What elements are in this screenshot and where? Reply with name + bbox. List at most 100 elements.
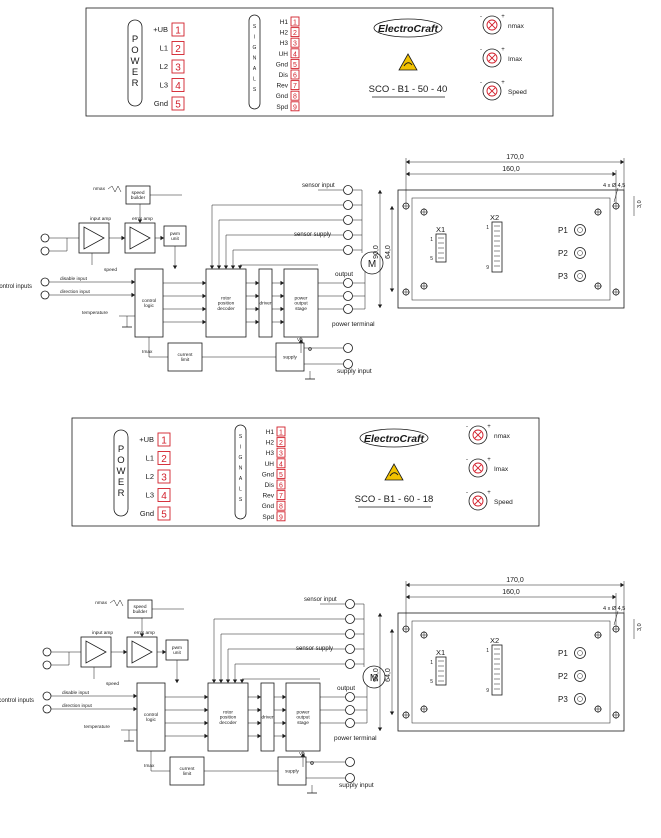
pot-wiper bbox=[472, 495, 484, 507]
x2-connector bbox=[491, 644, 503, 696]
signal-pin-number: 1 bbox=[293, 20, 297, 27]
signal-pin-number: 1 bbox=[279, 430, 283, 437]
temperature-label: temperature bbox=[84, 724, 110, 730]
pot-plus: + bbox=[487, 490, 491, 496]
imax-label: Imax bbox=[144, 763, 155, 769]
arrow-head bbox=[202, 293, 206, 299]
label-line: control bbox=[144, 712, 158, 718]
label-line: logic bbox=[146, 717, 156, 723]
power-pin-box bbox=[171, 78, 185, 92]
pot-position-label: P1 bbox=[558, 226, 568, 235]
arrow-head bbox=[389, 206, 395, 210]
x2-pin-first: 1 bbox=[486, 648, 489, 654]
error-amp-symbol bbox=[131, 640, 153, 664]
mounting-hole bbox=[420, 208, 428, 216]
output-terminal bbox=[343, 304, 353, 314]
signal-pin-number: 9 bbox=[279, 514, 283, 521]
x1-pin-first: 1 bbox=[430, 237, 433, 243]
arrow-head bbox=[282, 720, 286, 726]
temperature-label: temperature bbox=[82, 310, 108, 316]
pot-plus: + bbox=[501, 14, 505, 20]
pot-plus: + bbox=[487, 457, 491, 463]
output-terminal bbox=[345, 705, 355, 715]
label-line: control bbox=[142, 298, 156, 304]
signal-pin-label: Rev bbox=[276, 83, 288, 90]
label-line: logic bbox=[144, 303, 154, 309]
signals-label-letter: G bbox=[239, 455, 243, 461]
arrow-head bbox=[389, 288, 395, 292]
sensor-input-label: sensor input bbox=[302, 183, 335, 189]
arrow-head bbox=[257, 707, 261, 713]
arrow-head bbox=[255, 306, 259, 312]
signal-pin-number: 4 bbox=[279, 461, 283, 468]
power-label-frame bbox=[113, 429, 129, 517]
signals-label-letter: S bbox=[253, 24, 257, 30]
pot-position bbox=[574, 224, 586, 236]
power-pin-box bbox=[171, 41, 185, 55]
x1-pin-first: 1 bbox=[430, 660, 433, 666]
power-pin-label: Gnd bbox=[154, 99, 168, 108]
logo-text: ElectroCraft bbox=[378, 23, 439, 35]
power-label-letter: R bbox=[118, 488, 125, 499]
signal-pin-number: 3 bbox=[293, 41, 297, 48]
electrocraft-logo: ElectroCraft bbox=[373, 18, 443, 38]
signal-pin-box bbox=[276, 468, 286, 479]
power-pin-box bbox=[171, 22, 185, 37]
mounting-hole bbox=[612, 288, 620, 296]
signal-pin-number: 5 bbox=[293, 62, 297, 69]
pot-position bbox=[574, 247, 586, 259]
power-pin-label: L2 bbox=[160, 62, 168, 71]
arrow-head bbox=[255, 319, 259, 325]
mounting-hole bbox=[594, 631, 602, 639]
signal-pin-box bbox=[290, 27, 300, 38]
signal-pin-label: Dis bbox=[265, 482, 275, 489]
output-terminal bbox=[345, 692, 355, 702]
power-output-stage-block bbox=[285, 682, 321, 752]
arrow-head bbox=[612, 594, 616, 600]
pot-minus: - bbox=[466, 490, 468, 496]
power-label-letter: E bbox=[118, 477, 124, 488]
power-pin-number: 1 bbox=[161, 436, 167, 447]
pot-cross bbox=[488, 87, 496, 95]
analog-input-terminal bbox=[42, 647, 52, 657]
power-pin-box bbox=[171, 59, 185, 74]
nmax-pot-icon bbox=[107, 185, 122, 193]
esd-triangle bbox=[384, 463, 404, 481]
pot-position-label: P2 bbox=[558, 249, 568, 258]
signal-pin-label: H1 bbox=[266, 429, 275, 436]
error-amp-label: error amp bbox=[132, 216, 153, 222]
signals-label-letter: S bbox=[239, 434, 243, 440]
pot-minus: - bbox=[480, 14, 482, 20]
arrow-head bbox=[298, 339, 304, 343]
label-line: stage bbox=[295, 306, 307, 312]
power-label-letter: W bbox=[117, 466, 126, 477]
arrow-head bbox=[620, 582, 624, 588]
signal-pin-box bbox=[276, 426, 286, 437]
label-line: driver bbox=[262, 715, 274, 721]
power-terminal-label: power terminal bbox=[332, 321, 375, 328]
arrow-head bbox=[257, 694, 261, 700]
label-line: pwm bbox=[170, 232, 180, 237]
label-line: speed bbox=[131, 190, 144, 196]
power-pin-number: 3 bbox=[161, 473, 167, 484]
power-pin-box bbox=[171, 96, 185, 111]
driver-block bbox=[260, 682, 275, 752]
disable-input-label: disable input bbox=[62, 690, 90, 696]
dim-inner-height: 64,0 bbox=[385, 245, 392, 259]
arrow-head bbox=[172, 265, 178, 269]
pot-wiper bbox=[486, 85, 498, 97]
arrow-head bbox=[406, 159, 410, 165]
label-line: power bbox=[296, 709, 309, 715]
signal-pin-box bbox=[290, 80, 300, 91]
power-pin-box bbox=[157, 469, 171, 484]
pot-position bbox=[574, 270, 586, 282]
power-label-letter: R bbox=[132, 78, 139, 89]
electrocraft-logo: ElectroCraft bbox=[359, 428, 429, 448]
control-input-terminal bbox=[42, 704, 52, 714]
